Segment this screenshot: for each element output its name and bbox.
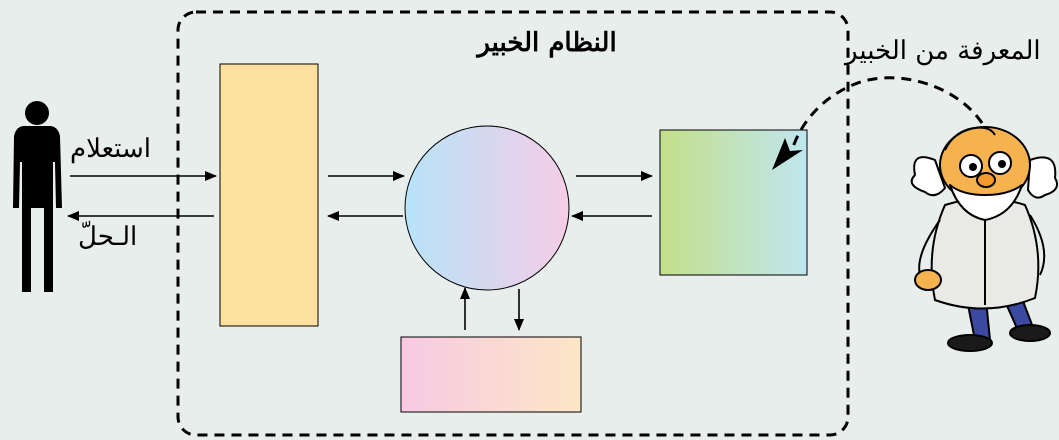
solution-label: الـحلّ [78, 222, 138, 252]
person-silhouette-icon [13, 101, 62, 292]
user-interface-box [219, 63, 319, 327]
expert-system-boundary [176, 10, 850, 437]
cartoon-expert-icon [910, 126, 1058, 352]
diagram-title: النظام الخبير [477, 28, 617, 58]
knowledge-transfer-arrow [790, 76, 992, 151]
query-label: استعلام [70, 134, 152, 164]
working-memory-box [400, 336, 582, 413]
inference-engine-circle [404, 125, 570, 291]
knowledge-from-expert-label: المعرفة من الخبير [845, 36, 1041, 66]
knowledge-transfer-arrowhead [772, 138, 803, 170]
